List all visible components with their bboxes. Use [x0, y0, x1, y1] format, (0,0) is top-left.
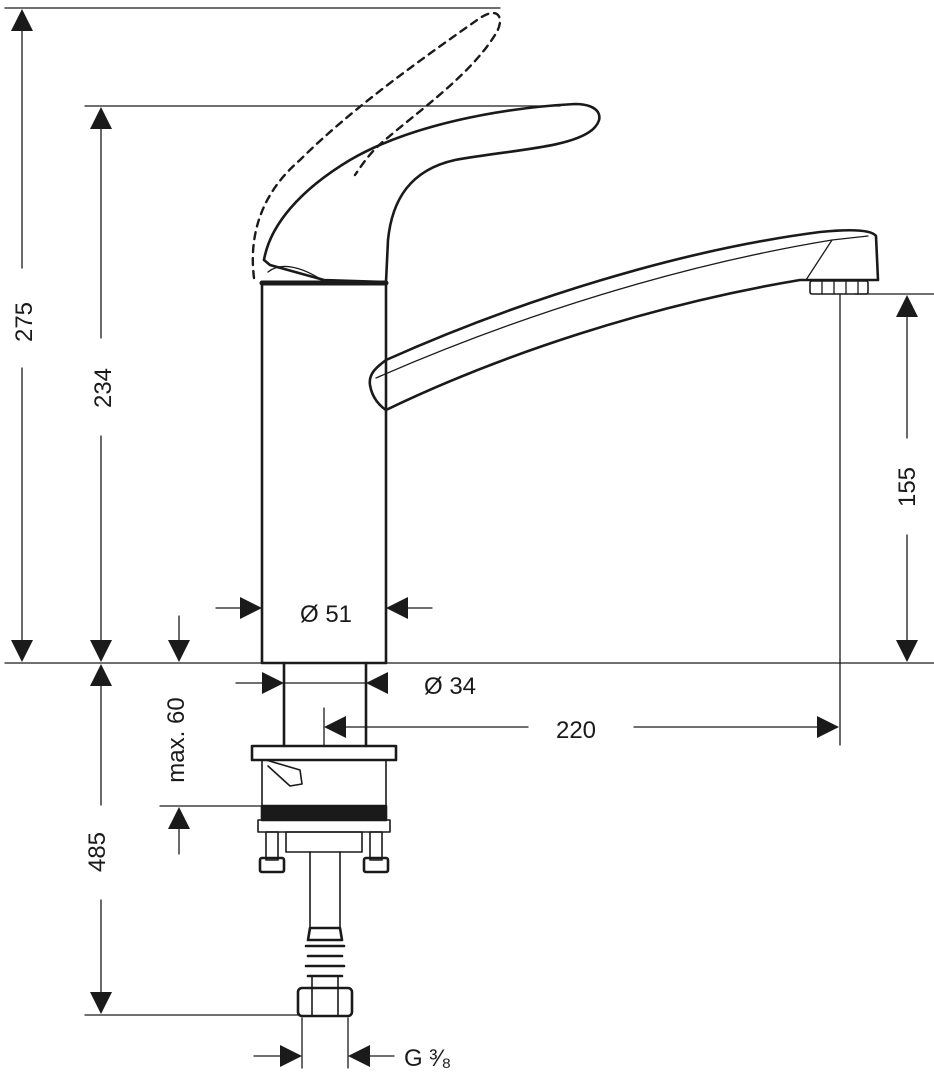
dimension-220: 220	[324, 716, 839, 744]
dim-485-arrow-top	[90, 664, 112, 686]
mounting-nut-band	[260, 804, 388, 822]
dim-220-label: 220	[556, 717, 596, 744]
dim-max60-label: max. 60	[163, 697, 190, 782]
spout-tip-edge	[805, 239, 833, 281]
dim-dia51-arrow-right	[386, 597, 408, 619]
dim-g38-label: G ³⁄₈	[404, 1045, 451, 1072]
dim-dia51-label: Ø 51	[300, 601, 352, 628]
dim-485-label: 485	[84, 832, 111, 872]
dim-155-label: 155	[894, 467, 921, 507]
dimension-155: 155	[894, 295, 921, 662]
aerator	[809, 280, 869, 295]
supply-hose	[296, 851, 354, 1018]
spout-highlight-line	[375, 235, 869, 379]
dim-g38-arrow-left	[280, 1045, 302, 1067]
dim-155-arrow-bottom	[896, 640, 918, 662]
hose-connection-nut	[296, 986, 354, 1018]
dim-275-arrow-bottom	[11, 640, 33, 662]
dimension-485: 485	[84, 664, 112, 1014]
dim-dia34-arrow-right	[366, 672, 388, 694]
dimension-275: 275	[11, 9, 38, 662]
lever-raised-outline	[251, 11, 502, 280]
lever-base-edge	[262, 258, 388, 284]
mounting-clip	[265, 759, 303, 787]
dim-155-arrow-top	[896, 295, 918, 317]
mounting-bolt-nut-right	[362, 856, 390, 874]
dim-dia34-label: Ø 34	[424, 673, 476, 700]
dim-220-arrow-right	[817, 716, 839, 738]
dimension-max60: max. 60	[163, 615, 190, 855]
lever-handle	[262, 102, 601, 284]
hose-crimp-fitting	[304, 926, 346, 978]
mounting-center-block	[285, 831, 363, 853]
mounting-bracket	[250, 744, 398, 874]
mounting-bolt-right	[369, 831, 383, 861]
spout	[368, 228, 880, 412]
dim-234-arrow-top	[90, 107, 112, 129]
dim-max60-arrow-top	[168, 640, 190, 662]
dimension-dia51: Ø 51	[215, 597, 433, 628]
mounting-washer	[257, 819, 391, 833]
dim-485-arrow-bottom	[90, 992, 112, 1014]
dim-max60-arrow-bottom	[168, 807, 190, 829]
dim-dia51-arrow-left	[240, 597, 262, 619]
dim-234-label: 234	[90, 368, 117, 408]
lever-cap-detail	[267, 265, 323, 281]
spout-outline	[368, 228, 880, 412]
faucet-body	[259, 280, 389, 665]
lever-handle-path	[262, 102, 601, 284]
dim-g38-arrow-right	[348, 1045, 370, 1067]
shank	[282, 661, 368, 748]
dimension-dia34: Ø 34	[235, 672, 476, 700]
body-cylinder	[260, 281, 388, 665]
extension-lines	[4, 7, 934, 1069]
dim-275-label: 275	[11, 302, 38, 342]
mounting-bolt-left	[265, 831, 279, 861]
mounting-bolt-nut-left	[258, 856, 286, 874]
dimension-g38: G ³⁄₈	[253, 1045, 451, 1072]
dimension-234: 234	[90, 107, 117, 662]
lever-raised-dashed-path	[251, 11, 502, 280]
mounting-plate	[250, 744, 398, 762]
dim-275-arrow-top	[11, 9, 33, 31]
dim-220-arrow-left	[324, 716, 346, 738]
dim-234-arrow-bottom	[90, 640, 112, 662]
dim-dia34-arrow-left	[262, 672, 284, 694]
